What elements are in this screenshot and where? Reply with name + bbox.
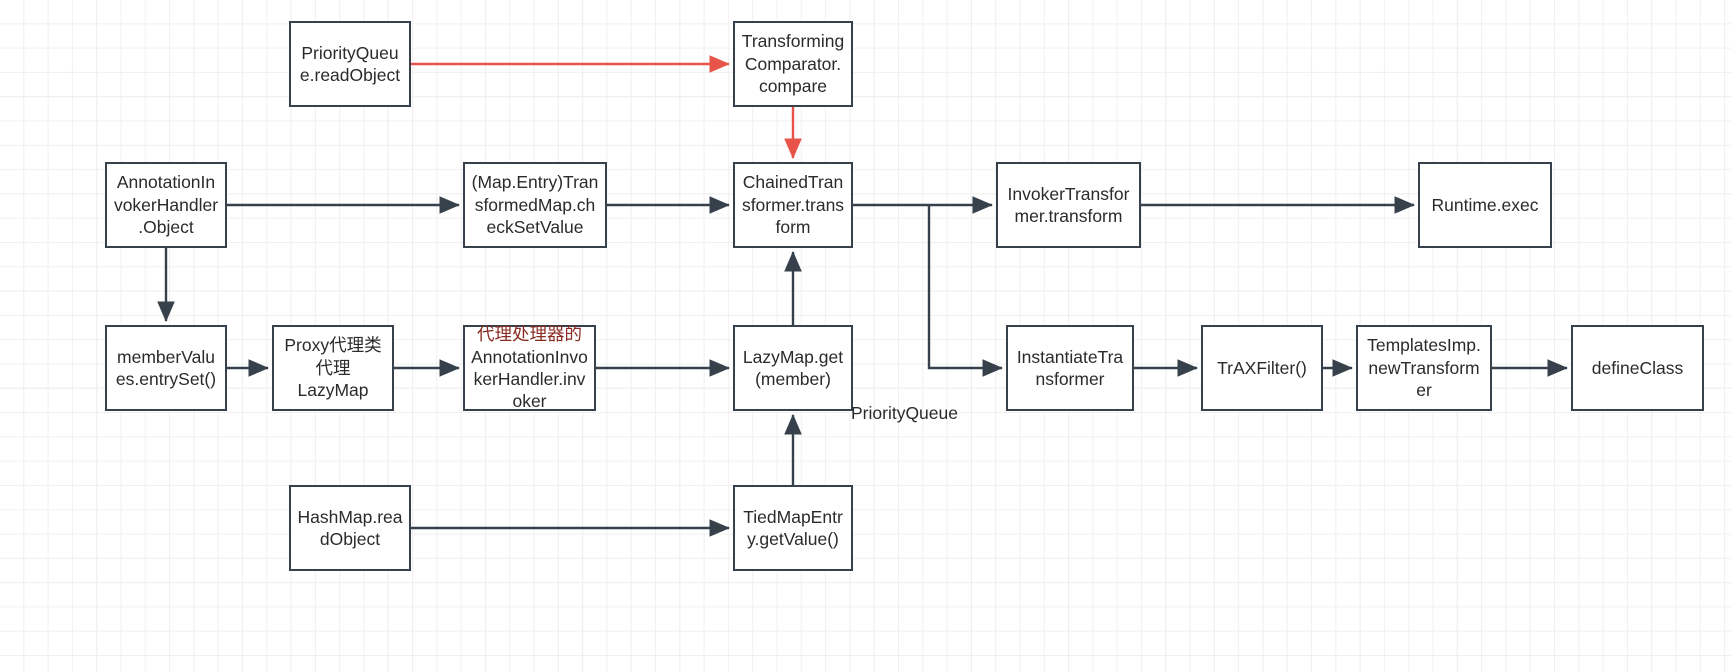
node-label: LazyMap.get(member): [742, 346, 844, 389]
edge-chainedtransformer-branch-to-instantiatetransformer: [927, 205, 1003, 377]
node-label: InvokerTransformer.transform: [1007, 183, 1130, 226]
node-label: memberValues.entrySet(): [115, 346, 217, 389]
node-label: ChainedTransformer.transform: [741, 172, 845, 238]
label-priorityqueue-annotation: PriorityQueue: [851, 403, 958, 423]
node-templatesimpl-newtransformer[interactable]: TemplatesImp.newTransformer: [1356, 325, 1492, 411]
node-annotationinvokerhandler-object[interactable]: AnnotationInvokerHandler.Object: [105, 162, 227, 248]
node-label: TransformingComparator.compare: [741, 31, 845, 97]
node-label-line2: 代理: [315, 357, 351, 378]
node-invokertransformer-transform[interactable]: InvokerTransformer.transform: [996, 162, 1141, 248]
node-label-english: AnnotationInvokerHandler.invoker: [471, 346, 588, 412]
node-lazymap-get[interactable]: LazyMap.get(member): [733, 325, 853, 411]
node-label-line3: LazyMap: [297, 380, 369, 401]
node-hashmap-readobject[interactable]: HashMap.readObject: [289, 485, 411, 571]
node-label-line1: Proxy代理类: [284, 335, 382, 356]
node-chainedtransformer-transform[interactable]: ChainedTransformer.transform: [733, 162, 853, 248]
node-label-chinese: 代理处理器的: [477, 324, 582, 345]
node-tiedmapentry-getvalue[interactable]: TiedMapEntry.getValue(): [733, 485, 853, 571]
node-label: TemplatesImp.newTransformer: [1367, 335, 1481, 401]
node-proxy-lazymap[interactable]: Proxy代理类 代理 LazyMap: [272, 325, 394, 411]
node-label: InstantiateTransformer: [1016, 346, 1124, 389]
node-label: PriorityQueue.readObject: [299, 42, 401, 85]
node-transformingcomparator-compare[interactable]: TransformingComparator.compare: [733, 21, 853, 107]
node-label: TrAXFilter(): [1217, 357, 1307, 378]
node-label: (Map.Entry)TransformedMap.checkSetValue: [471, 172, 599, 238]
node-label: AnnotationInvokerHandler.Object: [113, 172, 219, 238]
node-defineclass[interactable]: defineClass: [1571, 325, 1704, 411]
node-transformedmap-checksetvalue[interactable]: (Map.Entry)TransformedMap.checkSetValue: [463, 162, 607, 248]
node-priorityqueue-readobject[interactable]: PriorityQueue.readObject: [289, 21, 411, 107]
node-label: TiedMapEntry.getValue(): [743, 506, 843, 549]
node-proxy-handler-invoker[interactable]: 代理处理器的 AnnotationInvokerHandler.invoker: [463, 324, 596, 412]
node-membervalues-entryset[interactable]: memberValues.entrySet(): [105, 325, 227, 411]
node-label: defineClass: [1591, 357, 1684, 378]
node-label: Runtime.exec: [1431, 194, 1539, 215]
node-label: HashMap.readObject: [297, 506, 403, 549]
node-instantiatetransformer[interactable]: InstantiateTransformer: [1006, 325, 1134, 411]
node-runtime-exec[interactable]: Runtime.exec: [1418, 162, 1552, 248]
node-traxfilter[interactable]: TrAXFilter(): [1201, 325, 1323, 411]
